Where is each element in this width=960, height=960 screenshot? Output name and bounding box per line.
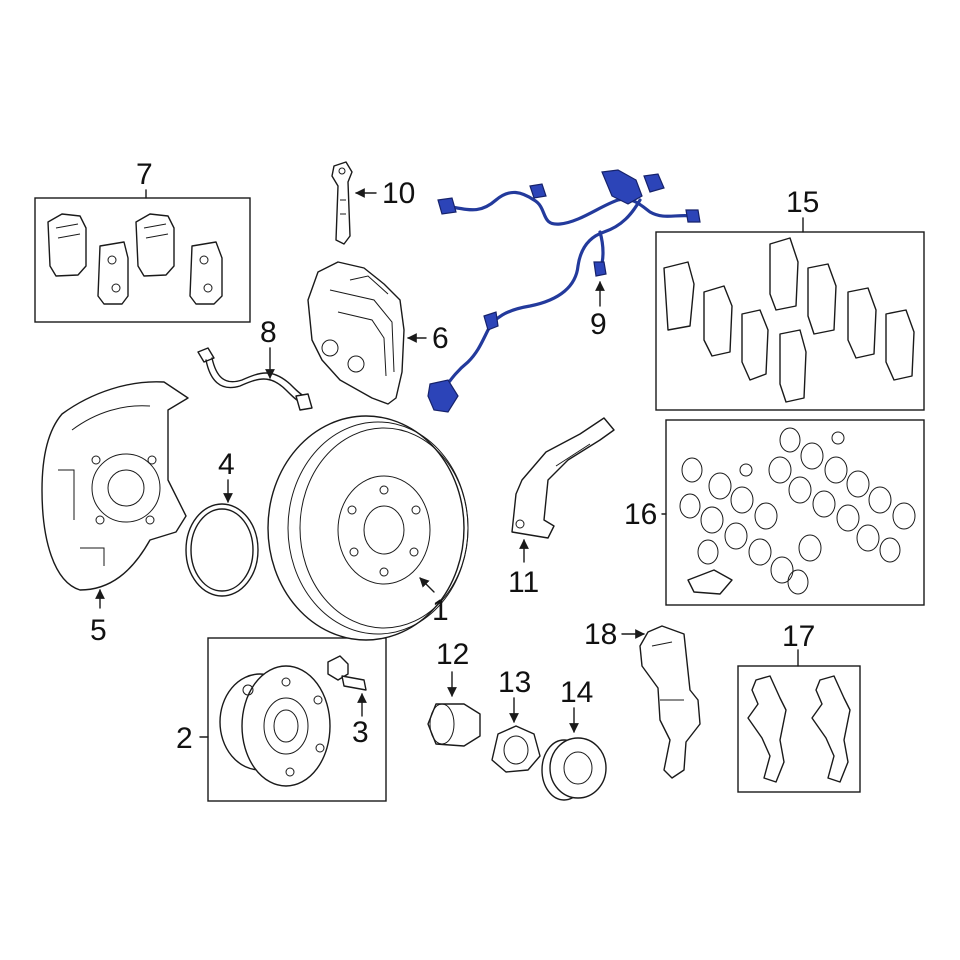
pad-kit-box xyxy=(34,197,251,323)
callout-1: 1 xyxy=(432,594,449,627)
callout-14: 14 xyxy=(560,676,593,709)
callout-8: 8 xyxy=(260,316,277,349)
hub-assembly-box xyxy=(207,637,387,802)
callout-17: 17 xyxy=(782,620,815,653)
anti-rattle-spring[interactable] xyxy=(639,625,701,779)
abs-sensor-harness[interactable] xyxy=(427,169,701,413)
shim-set[interactable] xyxy=(663,237,915,403)
hub-bolt[interactable] xyxy=(327,655,367,691)
dust-shield[interactable] xyxy=(41,381,189,591)
wear-sensor-bracket[interactable] xyxy=(331,161,353,245)
leader-lines xyxy=(95,188,804,738)
shim-kit-box xyxy=(655,231,925,411)
callout-10: 10 xyxy=(382,177,415,210)
grease-cap[interactable] xyxy=(541,737,607,801)
seal-set[interactable] xyxy=(679,427,916,595)
callout-3: 3 xyxy=(352,716,369,749)
callout-labels: 1 2 3 4 5 6 7 8 9 10 11 12 13 14 15 16 1… xyxy=(90,158,819,755)
seal-ring[interactable] xyxy=(185,503,259,597)
callout-5: 5 xyxy=(90,614,107,647)
callout-7: 7 xyxy=(136,158,153,191)
callout-4: 4 xyxy=(218,448,235,481)
brake-pad-set[interactable] xyxy=(47,213,223,305)
lock-nut[interactable] xyxy=(491,725,541,773)
callout-18: 18 xyxy=(584,618,617,651)
pad-clip-set[interactable] xyxy=(747,675,851,783)
brake-caliper[interactable] xyxy=(307,261,405,405)
clip-kit-box xyxy=(737,665,861,793)
seal-kit-box xyxy=(665,419,925,606)
brake-hose[interactable] xyxy=(197,347,313,411)
wheel-hub[interactable] xyxy=(219,665,331,787)
guide-bushing[interactable] xyxy=(427,703,481,747)
callout-12: 12 xyxy=(436,638,469,671)
callout-6: 6 xyxy=(432,322,449,355)
callout-9: 9 xyxy=(590,308,607,341)
callout-16: 16 xyxy=(624,498,657,531)
callout-13: 13 xyxy=(498,666,531,699)
callout-2: 2 xyxy=(176,722,193,755)
caliper-bracket[interactable] xyxy=(511,417,615,539)
brake-rotor[interactable] xyxy=(267,415,469,641)
callout-15: 15 xyxy=(786,186,819,219)
callout-11: 11 xyxy=(508,566,539,599)
